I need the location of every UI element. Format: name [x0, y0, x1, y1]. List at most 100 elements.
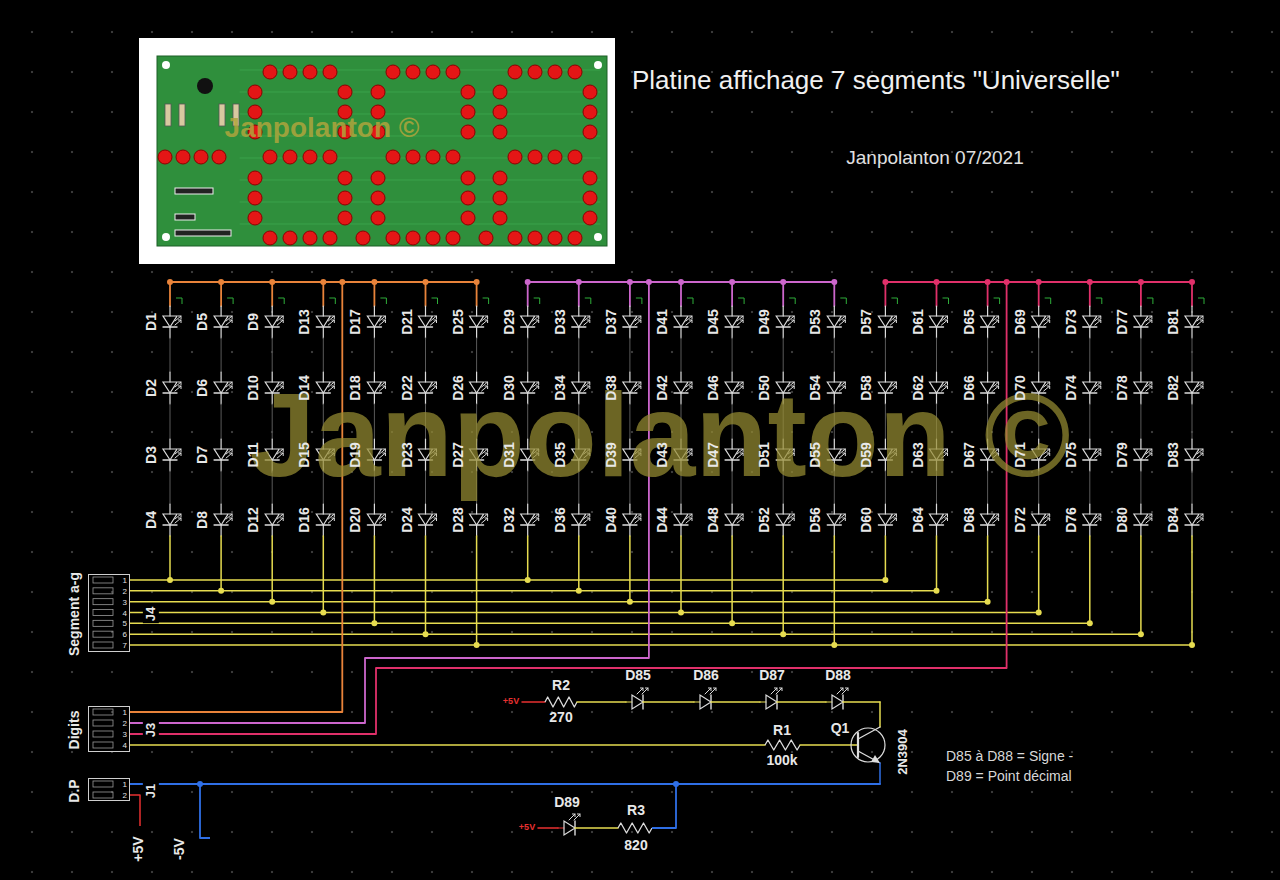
led-emission	[1146, 386, 1152, 391]
led-emission	[577, 814, 580, 817]
led-emission	[178, 316, 181, 319]
led-emission	[1098, 518, 1101, 521]
junction-dot	[269, 279, 275, 285]
led-emission	[1044, 518, 1050, 523]
diode-label: D70	[1013, 375, 1028, 401]
part-label: D88	[825, 668, 851, 683]
pcb-led	[426, 150, 440, 164]
series-link	[1192, 471, 1193, 504]
pcb-resistor	[179, 104, 185, 126]
diode-lead	[476, 327, 477, 338]
led-emission	[536, 316, 539, 319]
diode-lead	[987, 525, 988, 536]
led-symbol	[981, 326, 995, 327]
pcb-led	[194, 150, 208, 164]
part-label: R1	[773, 723, 791, 738]
pin-tick	[278, 298, 284, 304]
part-label: R3	[627, 803, 645, 818]
mounting-hole	[594, 233, 602, 241]
diode-label: D27	[451, 442, 466, 468]
diode-lead	[826, 701, 832, 702]
led-emission	[331, 316, 334, 319]
led-emission	[1095, 320, 1101, 325]
series-link	[987, 338, 988, 372]
diode-label: D76	[1064, 507, 1079, 533]
pin-number: 6	[123, 631, 127, 640]
pcb-led	[303, 150, 317, 164]
led-emission	[1149, 518, 1152, 521]
diode-lead	[425, 327, 426, 338]
diode-lead	[1191, 439, 1192, 449]
diode-lead	[936, 306, 937, 316]
led-emission	[1200, 382, 1203, 385]
diode-lead	[323, 306, 324, 316]
diode-lead	[760, 701, 766, 702]
diode-label: D12	[246, 507, 261, 533]
pin-number: 1	[123, 709, 127, 718]
wire	[800, 744, 858, 746]
led-emission	[893, 320, 896, 323]
supply-wire	[522, 701, 545, 703]
pcb-track	[240, 180, 600, 181]
pin-tick	[432, 298, 438, 304]
wire	[130, 744, 765, 746]
led-emission	[640, 688, 643, 691]
led-emission	[584, 320, 590, 325]
diode-lead	[1191, 306, 1192, 316]
series-link	[170, 404, 171, 439]
led-symbol	[1083, 392, 1097, 393]
diode-lead	[221, 306, 222, 316]
segment-wire	[782, 536, 784, 634]
pcb-led	[583, 85, 597, 99]
diode-lead	[272, 306, 273, 316]
led-symbol	[1134, 524, 1148, 525]
pcb-led	[386, 150, 400, 164]
led-symbol	[827, 326, 841, 327]
diode-lead	[221, 525, 222, 536]
segment-wire	[169, 536, 171, 580]
pcb-led	[493, 85, 507, 99]
pin-number: 2	[123, 720, 127, 729]
led-symbol	[367, 326, 381, 327]
series-link	[1089, 338, 1090, 372]
led-symbol	[470, 524, 484, 525]
pcb-led	[508, 231, 522, 245]
diode-lead	[323, 504, 324, 514]
led-emission	[771, 688, 777, 694]
led-emission	[587, 316, 590, 319]
led-emission	[331, 514, 334, 517]
led-emission	[1047, 320, 1050, 323]
pcb-led	[386, 231, 400, 245]
digit-wire	[169, 282, 171, 306]
led-emission	[638, 518, 641, 521]
led-emission	[1197, 386, 1203, 391]
segment-bus	[130, 633, 1141, 635]
diode-label: D9	[246, 313, 261, 331]
diode-lead	[425, 525, 426, 536]
pcb-led	[493, 171, 507, 185]
junction-dot	[882, 279, 888, 285]
led-emission	[431, 518, 437, 523]
junction-dot	[525, 279, 531, 285]
supply-wire	[538, 827, 558, 829]
led-emission	[1095, 518, 1101, 523]
part-label: D86	[693, 668, 719, 683]
led-emission	[890, 518, 896, 523]
pcb-led	[583, 171, 597, 185]
diode-label: D4	[144, 511, 159, 529]
diode-lead	[1089, 439, 1090, 449]
value-label: 820	[624, 838, 647, 853]
pin-number: 3	[123, 598, 127, 607]
led-emission	[226, 386, 232, 391]
series-link	[527, 338, 528, 372]
led-emission	[893, 518, 896, 521]
part-label: R2	[552, 678, 570, 693]
digit-wire	[629, 282, 631, 306]
diode-lead	[169, 327, 170, 338]
ground-wire	[130, 783, 880, 785]
pin-symbol	[93, 720, 113, 726]
led-emission	[645, 688, 648, 691]
led-emission	[175, 386, 181, 391]
diode-lead	[694, 701, 700, 702]
diode-label: D1	[144, 313, 159, 331]
